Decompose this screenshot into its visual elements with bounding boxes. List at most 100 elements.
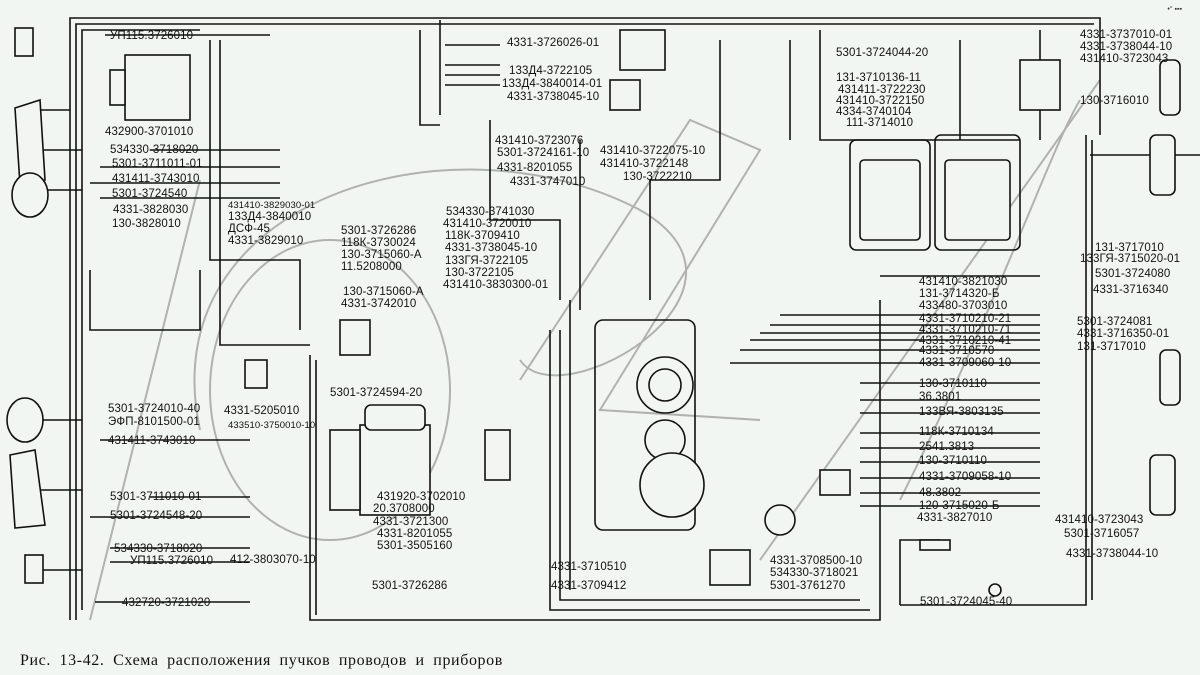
part-label: 431410-3723076 <box>495 135 584 147</box>
part-label: 431410-3829030-01 <box>228 200 316 211</box>
part-label: 433510-3750010-10 <box>228 420 316 431</box>
part-label: 431410-3722148 <box>600 158 689 170</box>
part-label: 130-3715060-А <box>343 286 424 298</box>
part-label: 4331-8201055 <box>377 528 453 540</box>
part-label: 4331-3716350-01 <box>1077 328 1170 340</box>
part-label: 4331-3709412 <box>551 580 627 592</box>
part-label: 412-3803070-10 <box>230 554 316 566</box>
alternator <box>124 54 191 121</box>
part-label: УП115.3726010 <box>130 555 214 567</box>
part-label: 5301-3505160 <box>377 540 453 552</box>
part-label: 431410-3722150 <box>836 95 925 107</box>
part-label: 4331-3829010 <box>228 235 304 247</box>
part-label: 133ГЯ-3722105 <box>445 255 529 267</box>
part-label: 4331-3827010 <box>917 512 993 524</box>
part-label: 118К-3730024 <box>341 237 416 249</box>
part-label: 130-3710110 <box>919 378 988 390</box>
part-label: 431411-3722230 <box>838 84 926 96</box>
part-label: 5301-3724594-20 <box>330 387 423 399</box>
part-label: 5301-3761270 <box>770 580 846 592</box>
fog-lamp-bottom <box>6 397 44 443</box>
part-label: 431410-3821030 <box>919 276 1008 288</box>
part-label: 432720-3721020 <box>122 597 211 609</box>
components <box>6 27 1181 597</box>
part-label: 431410-3830300-01 <box>443 279 549 291</box>
part-label: 130-3710110 <box>919 455 988 467</box>
part-label: 130-3715060-А <box>341 249 422 261</box>
part-label: 534330-3718020 <box>110 144 199 156</box>
part-label: 431410-3723043 <box>1080 53 1169 65</box>
part-label: 5301-3711011-01 <box>112 158 203 170</box>
part-label: 534330-3718021 <box>770 567 859 579</box>
part-label: 4331-3716340 <box>1093 284 1169 296</box>
part-label: 133Д4-3840014-01 <box>502 78 603 90</box>
part-label: 20.3708000 <box>373 503 435 515</box>
part-label: 431920-3702010 <box>377 491 466 503</box>
part-label: 36.3801 <box>919 391 962 403</box>
part-label: 5301-3724540 <box>112 188 188 200</box>
part-label: 4331-3710210-71 <box>919 324 1012 336</box>
part-label: 48.3802 <box>919 487 962 499</box>
horn-top <box>14 27 34 57</box>
part-label: 133Д4-3722105 <box>509 65 593 77</box>
part-label: 4331-5205010 <box>224 405 300 417</box>
part-label: 11.5208000 <box>341 261 402 273</box>
part-label: 433480-3703010 <box>919 300 1008 312</box>
part-label: 4331-3828030 <box>113 204 189 216</box>
part-label: ДСФ-45 <box>228 223 271 235</box>
fog-lamp-top <box>11 172 49 218</box>
part-label: 4331-3726026-01 <box>507 37 600 49</box>
part-label: 431410-3720010 <box>443 218 532 230</box>
ground-switch <box>1019 59 1061 111</box>
part-label: 120-3715020-Б <box>919 500 1000 512</box>
rear-lamp-2 <box>1149 134 1176 196</box>
figure-caption: Рис. 13-42. Схема расположения пучков пр… <box>20 652 503 669</box>
part-label: 4331-3747010 <box>510 176 586 188</box>
part-label: ЭФП-8101500-01 <box>108 416 200 428</box>
part-label: 4331-3710210-21 <box>919 313 1012 325</box>
part-label: 5301-3724081 <box>1077 316 1153 328</box>
part-label: 133Д4-3840010 <box>228 211 312 223</box>
part-label: 131-3717010 <box>1077 341 1146 353</box>
part-label: 4331-3708500-10 <box>770 555 863 567</box>
part-label: 130-3722105 <box>445 267 514 279</box>
headlamp-top <box>14 98 46 186</box>
part-label: 131-3710136-11 <box>836 72 921 84</box>
part-label: 4331-3709060-10 <box>919 357 1012 369</box>
horn-bottom <box>24 554 44 584</box>
battery-right <box>944 159 1011 241</box>
part-label: 5301-3724080 <box>1095 268 1171 280</box>
part-label: 4331-3738045-10 <box>445 242 538 254</box>
part-label: 4331-3710570 <box>919 345 995 357</box>
rear-lamp-3 <box>1159 349 1181 406</box>
part-label: 4331-3737010-01 <box>1080 29 1173 41</box>
part-label: 431410-3722075-10 <box>600 145 706 157</box>
part-label: 5301-3716057 <box>1064 528 1140 540</box>
part-label: 5301-3724044-20 <box>836 47 929 59</box>
part-label: 5301-3724161-10 <box>497 147 590 159</box>
part-label: 4331-3738044-10 <box>1066 548 1159 560</box>
part-label: 4331-3709058-10 <box>919 471 1012 483</box>
part-label: 4331-3738044-10 <box>1080 41 1173 53</box>
part-label: 4331-3710210-41 <box>919 335 1012 347</box>
part-label: 431411-3743010 <box>108 435 196 447</box>
part-label: 111-3714010 <box>846 117 914 129</box>
rear-lamp-1 <box>1159 59 1181 116</box>
part-label: 118К-3710134 <box>919 426 994 438</box>
part-label: 4331-8201055 <box>497 162 573 174</box>
part-label: 131-3717010 <box>1095 242 1164 254</box>
part-label: 5301-3724010-40 <box>108 403 201 415</box>
part-label: 431410-3723043 <box>1055 514 1144 526</box>
part-label: 5301-3724045-40 <box>920 596 1013 608</box>
speedometer <box>639 452 705 518</box>
part-label: 431411-3743010 <box>112 173 200 185</box>
part-label: 432900-3701010 <box>105 126 194 138</box>
part-label: 4334-3740104 <box>836 106 912 118</box>
part-label: 4331-3738045-10 <box>507 91 600 103</box>
headlamp-bottom <box>9 449 46 529</box>
part-label: 5301-3711010-01 <box>110 491 202 503</box>
part-label: 4331-3742010 <box>341 298 417 310</box>
part-label: 118К-3709410 <box>445 230 520 242</box>
part-label: 5301-3726286 <box>341 225 417 237</box>
